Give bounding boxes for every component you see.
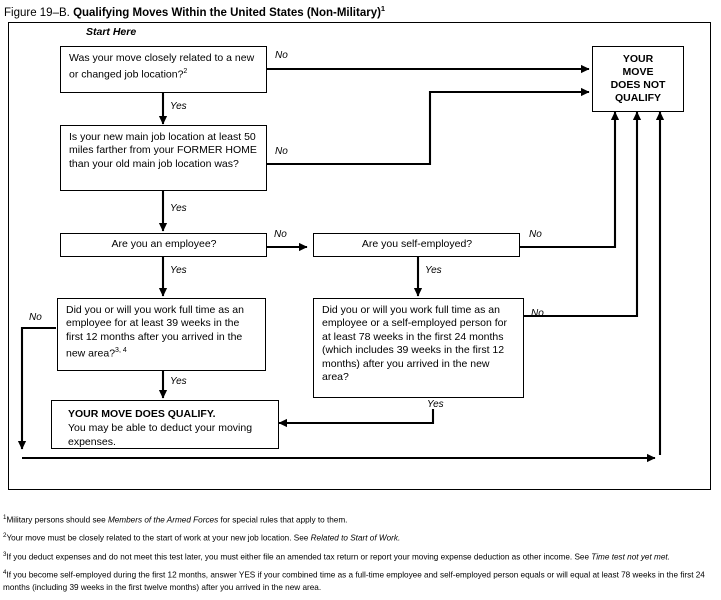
decision-box-time-test-employee-text: Did you or will you work full time as an… <box>66 304 244 360</box>
figure-title-text: Qualifying Moves Within the United State… <box>73 6 381 19</box>
decision-box-distance-test-text: Is your new main job location at least 5… <box>69 131 257 170</box>
figure-title-superscript: 1 <box>380 4 386 13</box>
footnotes: 1Military persons should see Members of … <box>3 512 719 598</box>
outcome-box-does-not-qualify: YOUR MOVE DOES NOT QUALIFY <box>592 46 684 112</box>
footnote-2: 2Your move must be closely related to th… <box>3 532 401 544</box>
figure-title: Figure 19–B. Qualifying Moves Within the… <box>4 2 385 20</box>
decision-box-self-employed-text: Are you self-employed? <box>361 238 473 250</box>
decision-box-time-test-self-employed: Did you or will you work full time as an… <box>313 298 524 398</box>
edge-label-q6-no: No <box>531 308 544 319</box>
footnote-marker-3: 3 <box>3 550 7 558</box>
decision-box-employee: Are you an employee? <box>60 233 267 257</box>
edge-label-q2-no: No <box>275 146 288 157</box>
start-here-label: Start Here <box>86 26 137 38</box>
footnote-3: 3If you deduct expenses and do not meet … <box>3 550 670 562</box>
footnote-marker-2: 2 <box>3 532 7 540</box>
outcome-box-qualify-text: YOUR MOVE DOES QUALIFY.You may be able t… <box>68 408 253 448</box>
dnq-line-2: MOVE <box>622 66 654 78</box>
dnq-line-1: YOUR <box>622 53 654 65</box>
edge-label-q3-yes: Yes <box>170 265 187 276</box>
decision-box-employee-text: Are you an employee? <box>111 238 217 250</box>
edge-label-q4-yes: Yes <box>425 265 442 276</box>
decision-box-time-test-self-employed-text: Did you or will you work full time as an… <box>322 304 508 384</box>
dnq-line-4: QUALIFY <box>614 92 662 104</box>
footnote-marker-4: 4 <box>3 568 7 576</box>
edge-label-q6-yes: Yes <box>427 399 444 410</box>
outcome-box-qualify: YOUR MOVE DOES QUALIFY.You may be able t… <box>51 400 279 449</box>
decision-box-self-employed: Are you self-employed? <box>313 233 520 257</box>
edge-label-q4-no: No <box>529 229 542 240</box>
edge-label-q5-yes: Yes <box>170 376 187 387</box>
decision-box-distance-test: Is your new main job location at least 5… <box>60 125 267 191</box>
decision-box-time-test-employee: Did you or will you work full time as an… <box>57 298 266 371</box>
edge-label-q1-yes: Yes <box>170 101 187 112</box>
dnq-line-3: DOES NOT <box>610 79 666 91</box>
edge-label-q5-no: No <box>29 312 42 323</box>
footnote-4: 4If you become self-employed during the … <box>3 568 705 593</box>
edge-label-q1-no: No <box>275 50 288 61</box>
edge-label-q2-yes: Yes <box>170 203 187 214</box>
footnote-1: 1Military persons should see Members of … <box>3 514 348 525</box>
edge-label-q3-no: No <box>274 229 287 240</box>
decision-box-job-location: Was your move closely related to a new o… <box>60 46 267 93</box>
outcome-box-does-not-qualify-text: YOUR MOVE DOES NOT QUALIFY <box>593 47 683 111</box>
decision-box-job-location-text: Was your move closely related to a new o… <box>69 52 255 81</box>
figure-number: Figure 19–B. <box>4 6 70 19</box>
footnote-marker-1: 1 <box>3 514 7 521</box>
